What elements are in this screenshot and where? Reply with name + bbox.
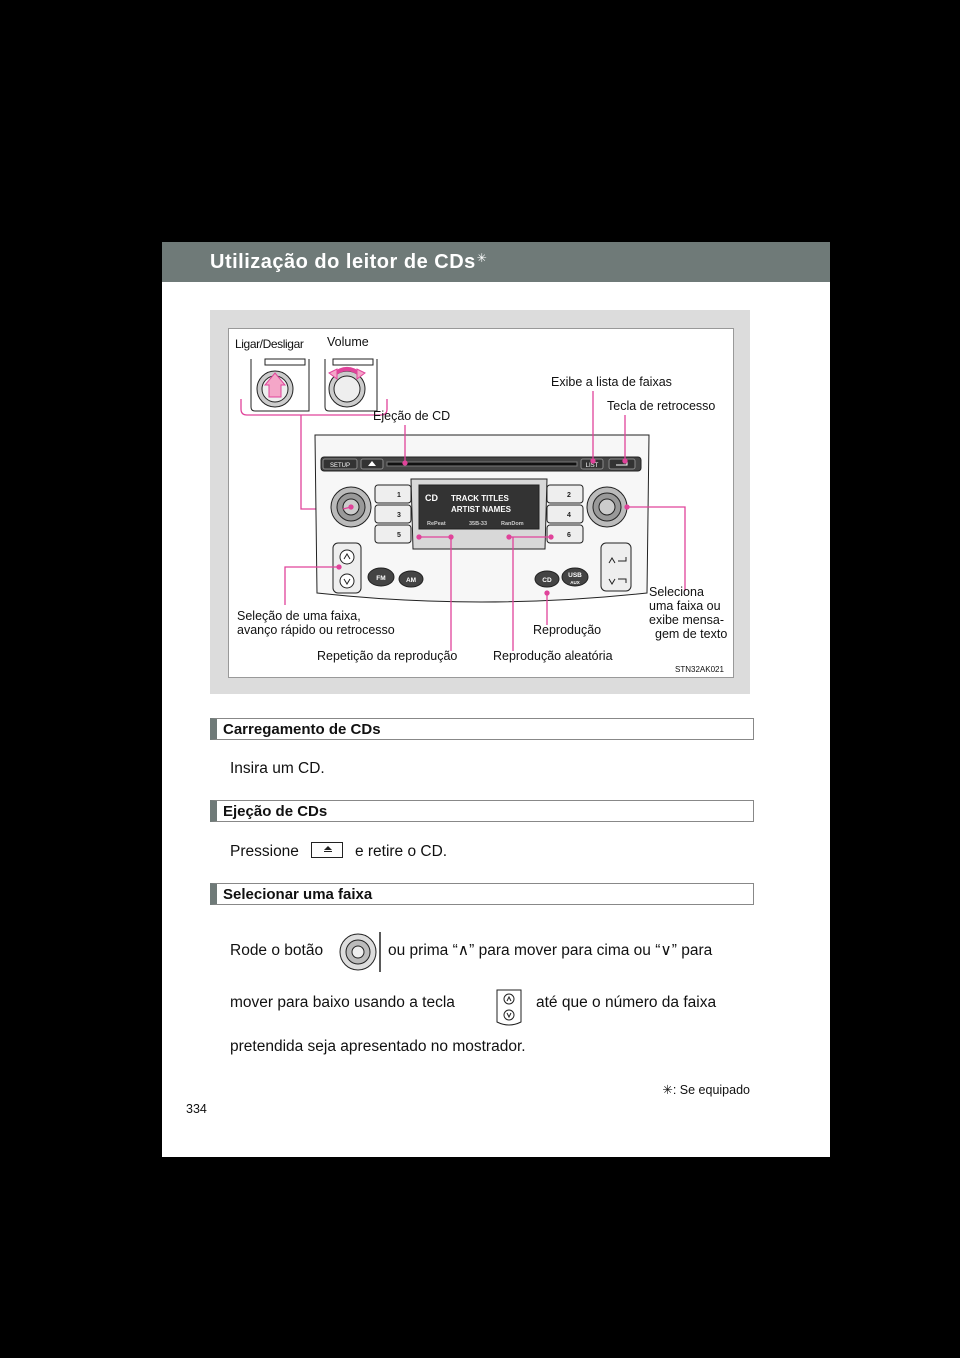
- section-select-heading: Selecionar uma faixa: [210, 883, 754, 905]
- title-bar: Utilização do leitor de CDs✳: [162, 242, 830, 282]
- label-sel-text-line2: uma faixa ou: [649, 599, 721, 613]
- label-select-line2: avanço rápido ou retrocesso: [237, 623, 395, 637]
- select-line1-rest: ou prima “∧” para mover para cima ou “∨”…: [388, 942, 712, 960]
- eject-text-after: e retire o CD.: [354, 843, 448, 860]
- select-text-c: ” para mover para cima ou “: [469, 942, 661, 959]
- svg-text:CD: CD: [542, 577, 552, 584]
- svg-text:AM: AM: [406, 577, 416, 584]
- section-eject-heading: Ejeção de CDs: [210, 800, 754, 822]
- cd-player-illustration: SETUP LIST: [240, 358, 686, 651]
- svg-text:3: 3: [397, 512, 401, 519]
- label-list: Exibe a lista de faixas: [551, 375, 672, 389]
- section-select-title: Selecionar uma faixa: [223, 886, 373, 903]
- svg-text:RanDom: RanDom: [501, 521, 524, 527]
- select-line2-b: até que o número da faixa: [536, 994, 717, 1011]
- label-select-line1: Seleção de uma faixa,: [237, 609, 361, 623]
- tune-knob-icon: [339, 932, 381, 972]
- select-text-d: ” para: [671, 942, 713, 959]
- up-symbol: ∧: [457, 942, 470, 959]
- label-repeat: Repetição da reprodução: [317, 649, 458, 663]
- page-title: Utilização do leitor de CDs✳: [210, 251, 487, 274]
- svg-text:TRACK TITLES: TRACK TITLES: [451, 494, 509, 503]
- label-play: Reprodução: [533, 623, 602, 637]
- equipped-mark: ✳: [476, 251, 488, 265]
- svg-text:AUX: AUX: [570, 580, 580, 585]
- footnote-mark: ✳: [662, 1083, 673, 1097]
- figure-code: STN32AK021: [675, 665, 724, 674]
- footnote-text: : Se equipado: [672, 1083, 750, 1097]
- eject-text-before: Pressione: [230, 843, 299, 860]
- label-eject: Ejeção de CD: [373, 409, 451, 423]
- select-line1-a: Rode o botão: [230, 942, 324, 959]
- label-random: Reprodução aleatória: [493, 649, 613, 663]
- cd-player-figure: SETUP LIST: [228, 328, 734, 678]
- svg-text:ARTIST NAMES: ARTIST NAMES: [451, 505, 512, 514]
- svg-text:FM: FM: [376, 575, 385, 582]
- svg-text:1: 1: [397, 492, 401, 499]
- eject-text: Pressione e retire o CD.: [230, 842, 447, 861]
- load-text: Insira um CD.: [230, 760, 325, 777]
- label-sel-text-line1: Seleciona: [649, 585, 704, 599]
- svg-text:35B-33: 35B-33: [469, 521, 487, 527]
- head-unit: SETUP LIST: [314, 434, 650, 603]
- page-number: 334: [186, 1102, 207, 1116]
- label-power: Ligar/Desligar: [235, 337, 304, 351]
- select-line2-a: mover para baixo usando a tecla: [230, 994, 455, 1011]
- select-line3: pretendida seja apresentado no mostrador…: [230, 1038, 526, 1055]
- footnote: ✳: Se equipado: [662, 1082, 750, 1097]
- label-sel-text-line4: gem de texto: [655, 627, 728, 641]
- label-sel-text-line3: exibe mensa-: [649, 613, 725, 627]
- seek-key-icon: [496, 989, 522, 1026]
- label-back: Tecla de retrocesso: [607, 399, 716, 413]
- power-knob-inset: [250, 358, 310, 412]
- callout-lines: [284, 391, 686, 651]
- label-volume: Volume: [327, 335, 369, 349]
- section-load-heading: Carregamento de CDs: [210, 718, 754, 740]
- section-load-title: Carregamento de CDs: [223, 721, 381, 738]
- svg-text:CD: CD: [425, 493, 438, 503]
- section-eject-title: Ejeção de CDs: [223, 803, 328, 820]
- svg-text:RePeat: RePeat: [427, 521, 446, 527]
- svg-text:USB: USB: [568, 572, 582, 579]
- svg-text:SETUP: SETUP: [330, 463, 350, 469]
- volume-knob-inset: [324, 358, 378, 412]
- svg-text:LIST: LIST: [586, 463, 599, 469]
- manual-page: Utilização do leitor de CDs✳: [162, 242, 830, 1157]
- title-text: Utilização do leitor de CDs: [210, 251, 476, 273]
- svg-text:6: 6: [567, 532, 571, 539]
- svg-text:5: 5: [397, 532, 401, 539]
- down-symbol: ∨: [660, 942, 672, 959]
- svg-text:4: 4: [567, 512, 571, 519]
- eject-key-icon: [310, 842, 343, 858]
- svg-text:2: 2: [567, 492, 571, 499]
- select-text-b: ou prima “: [388, 942, 458, 959]
